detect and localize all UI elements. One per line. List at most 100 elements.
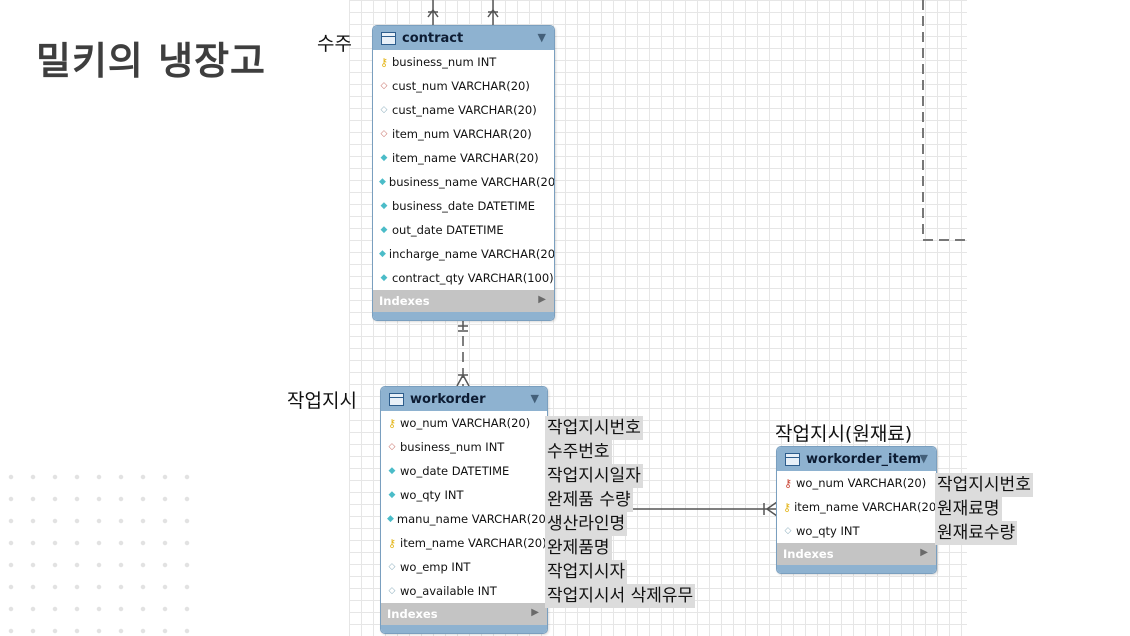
expand-arrow-icon[interactable]: ▶: [531, 607, 539, 618]
expand-arrow-icon[interactable]: ▶: [920, 547, 928, 558]
collapse-arrow-icon[interactable]: ▼: [919, 452, 928, 465]
column-row[interactable]: ◆ contract_qty VARCHAR(100): [373, 266, 554, 290]
indexes-section[interactable]: Indexes ▶: [777, 543, 936, 565]
nullable-diamond-icon: ◇: [784, 525, 792, 536]
decorative-dots: [0, 466, 205, 636]
column-row[interactable]: ⚷wo_num VARCHAR(20): [777, 471, 936, 495]
column-text: manu_name VARCHAR(20): [396, 512, 548, 526]
column-row[interactable]: ◆wo_date DATETIME: [381, 459, 547, 483]
column-text: wo_date DATETIME: [400, 464, 510, 478]
primary-key-icon: ⚷: [783, 500, 792, 514]
column-text: wo_num VARCHAR(20): [796, 476, 927, 490]
column-text: item_num VARCHAR(20): [392, 127, 532, 141]
table-workorder-item[interactable]: workorder_item ▼ ⚷wo_num VARCHAR(20)⚷ite…: [776, 446, 937, 574]
column-list: ⚷wo_num VARCHAR(20)⚷item_name VARCHAR(20…: [777, 471, 936, 543]
expand-arrow-icon[interactable]: ▶: [538, 294, 546, 305]
workorder-item-label: 작업지시(원재료): [775, 423, 913, 445]
table-icon: [389, 392, 404, 406]
column-row[interactable]: ◆ item_name VARCHAR(20): [373, 146, 554, 170]
table-footer: [777, 565, 936, 573]
annotation-label: 수주번호: [545, 440, 612, 464]
column-row[interactable]: ◇ business_num INT: [381, 435, 547, 459]
foreign-key-diamond-icon: ◇: [380, 80, 388, 91]
column-row[interactable]: ◆manu_name VARCHAR(20): [381, 507, 547, 531]
primary-key-icon: ⚷: [387, 536, 397, 550]
not-null-diamond-icon: ◆: [379, 176, 386, 187]
annotation-label: 원재료수량: [935, 521, 1018, 545]
foreign-primary-key-icon: ⚷: [783, 476, 793, 490]
column-row[interactable]: ◇wo_qty INT: [777, 519, 936, 543]
indexes-label: Indexes: [379, 294, 430, 308]
column-list: ⚷business_num INT◇cust_num VARCHAR(20)◇c…: [373, 50, 554, 290]
annotation-label: 작업지시서 삭제유무: [545, 584, 696, 608]
column-text: item_name VARCHAR(20): [400, 536, 547, 550]
column-row[interactable]: ◆incharge_name VARCHAR(20): [373, 242, 554, 266]
column-text: wo_available INT: [400, 584, 497, 598]
annotation-label: 생산라인명: [545, 512, 628, 536]
page-title: 밀키의 냉장고: [36, 39, 266, 83]
annotation-label: 작업지시번호: [545, 416, 643, 440]
nullable-diamond-icon: ◇: [388, 585, 396, 596]
indexes-section[interactable]: Indexes ▶: [381, 603, 547, 625]
column-row[interactable]: ◇wo_emp INT: [381, 555, 547, 579]
table-workorder[interactable]: workorder ▼ ⚷wo_num VARCHAR(20)◇business…: [380, 386, 548, 634]
table-name: workorder_item: [806, 451, 922, 467]
column-row[interactable]: ⚷item_name VARCHAR(20): [381, 531, 547, 555]
column-row[interactable]: ◇ item_num VARCHAR(20): [373, 122, 554, 146]
table-header[interactable]: workorder ▼: [381, 387, 547, 411]
primary-key-icon: ⚷: [387, 416, 397, 430]
indexes-label: Indexes: [387, 607, 438, 621]
workorder-label: 작업지시: [287, 390, 357, 412]
table-contract[interactable]: contract ▼ ⚷business_num INT ◇ cust_num VA…: [372, 25, 555, 321]
column-text: incharge_name VARCHAR(20): [388, 247, 555, 261]
column-row[interactable]: ◆ wo_qty INT: [381, 483, 547, 507]
not-null-diamond-icon: ◆: [388, 489, 396, 500]
collapse-arrow-icon[interactable]: ▼: [530, 392, 539, 405]
annotation-label: 완제품명: [545, 536, 612, 560]
column-text: cust_num VARCHAR(20): [392, 79, 530, 93]
foreign-key-diamond-icon: ◇: [380, 128, 388, 139]
column-text: item_name VARCHAR(20): [392, 151, 539, 165]
column-list: ⚷wo_num VARCHAR(20)◇business_num INT◆wo_…: [381, 411, 547, 603]
table-icon: [381, 31, 396, 45]
column-text: wo_qty INT: [400, 488, 464, 502]
column-text: contract_qty VARCHAR(100): [392, 271, 554, 285]
collapse-arrow-icon[interactable]: ▼: [537, 31, 546, 44]
column-row[interactable]: ⚷business_num INT: [373, 50, 554, 74]
table-header[interactable]: contract ▼: [373, 26, 554, 50]
annotation-label: 작업지시번호: [935, 473, 1033, 497]
column-row[interactable]: ⚷item_name VARCHAR(20): [777, 495, 936, 519]
column-text: business_name VARCHAR(20): [388, 175, 555, 189]
table-footer: [373, 312, 554, 320]
not-null-diamond-icon: ◆: [379, 248, 386, 259]
column-text: cust_name VARCHAR(20): [392, 103, 537, 117]
primary-key-icon: ⚷: [379, 55, 389, 69]
column-text: wo_num VARCHAR(20): [400, 416, 531, 430]
column-row[interactable]: ◆business_name VARCHAR(20): [373, 170, 554, 194]
indexes-section[interactable]: Indexes ▶: [373, 290, 554, 312]
column-row[interactable]: ◆ out_date DATETIME: [373, 218, 554, 242]
annotation-label: 원재료명: [935, 497, 1002, 521]
column-text: business_num INT: [400, 440, 505, 454]
not-null-diamond-icon: ◆: [380, 152, 388, 163]
contract-label: 수주: [317, 33, 352, 55]
table-name: contract: [402, 30, 464, 46]
not-null-diamond-icon: ◆: [380, 200, 388, 211]
column-row[interactable]: ◇cust_name VARCHAR(20): [373, 98, 554, 122]
not-null-diamond-icon: ◆: [380, 224, 388, 235]
column-row[interactable]: ◇ cust_num VARCHAR(20): [373, 74, 554, 98]
table-name: workorder: [410, 391, 486, 407]
table-footer: [381, 625, 547, 633]
column-text: wo_emp INT: [400, 560, 471, 574]
annotation-label: 작업지시일자: [545, 464, 643, 488]
not-null-diamond-icon: ◆: [380, 272, 388, 283]
table-icon: [785, 452, 800, 466]
annotation-label: 작업지시자: [545, 560, 628, 584]
column-row[interactable]: ⚷wo_num VARCHAR(20): [381, 411, 547, 435]
indexes-label: Indexes: [783, 547, 834, 561]
table-header[interactable]: workorder_item ▼: [777, 447, 936, 471]
foreign-key-diamond-icon: ◇: [388, 441, 396, 452]
column-row[interactable]: ◇ wo_available INT: [381, 579, 547, 603]
column-row[interactable]: ◆business_date DATETIME: [373, 194, 554, 218]
column-text: out_date DATETIME: [392, 223, 504, 237]
